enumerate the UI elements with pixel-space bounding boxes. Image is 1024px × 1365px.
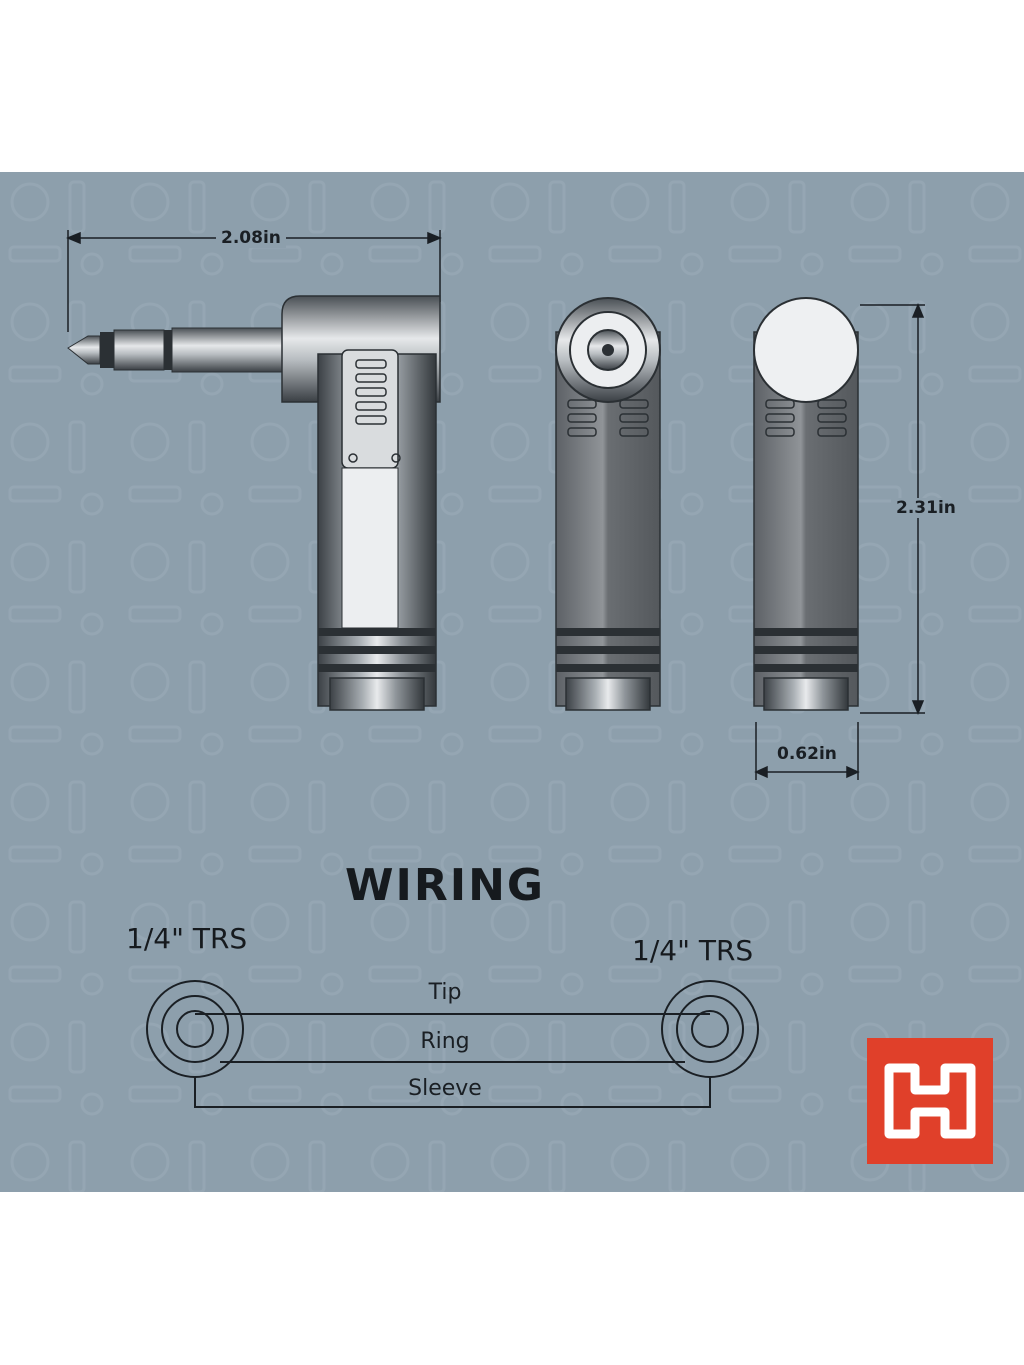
height-dimension-label: 2.31in: [891, 498, 961, 518]
adapter-front-view: [555, 297, 661, 711]
adapter-side-view: [67, 295, 441, 711]
sleeve-wire: [194, 1077, 711, 1108]
left-trs-middle-ring: [161, 995, 229, 1063]
diagram-canvas: [0, 172, 1024, 1192]
ring-label: Ring: [420, 1029, 470, 1054]
depth-dimension-line: [754, 722, 860, 780]
hosa-logo: [867, 1038, 993, 1164]
right-trs-middle-ring: [676, 995, 744, 1063]
adapter-back-view: [753, 297, 859, 711]
left-trs-tip: [176, 1010, 214, 1048]
product-diagram-panel: 2.08in 2.31in 0.62in WIRING 1/4" TRS 1/4…: [0, 172, 1024, 1192]
wiring-diagram: [146, 980, 759, 1108]
wiring-title: WIRING: [344, 860, 546, 911]
right-trs-tip: [691, 1010, 729, 1048]
sleeve-label: Sleeve: [408, 1076, 482, 1101]
tip-label: Tip: [428, 980, 462, 1005]
width-dimension-label: 2.08in: [216, 228, 286, 248]
hosa-h-logo-icon: [884, 1063, 976, 1139]
depth-dimension-label: 0.62in: [772, 744, 842, 764]
right-connector-label: 1/4" TRS: [632, 934, 754, 967]
left-connector-label: 1/4" TRS: [126, 922, 248, 955]
